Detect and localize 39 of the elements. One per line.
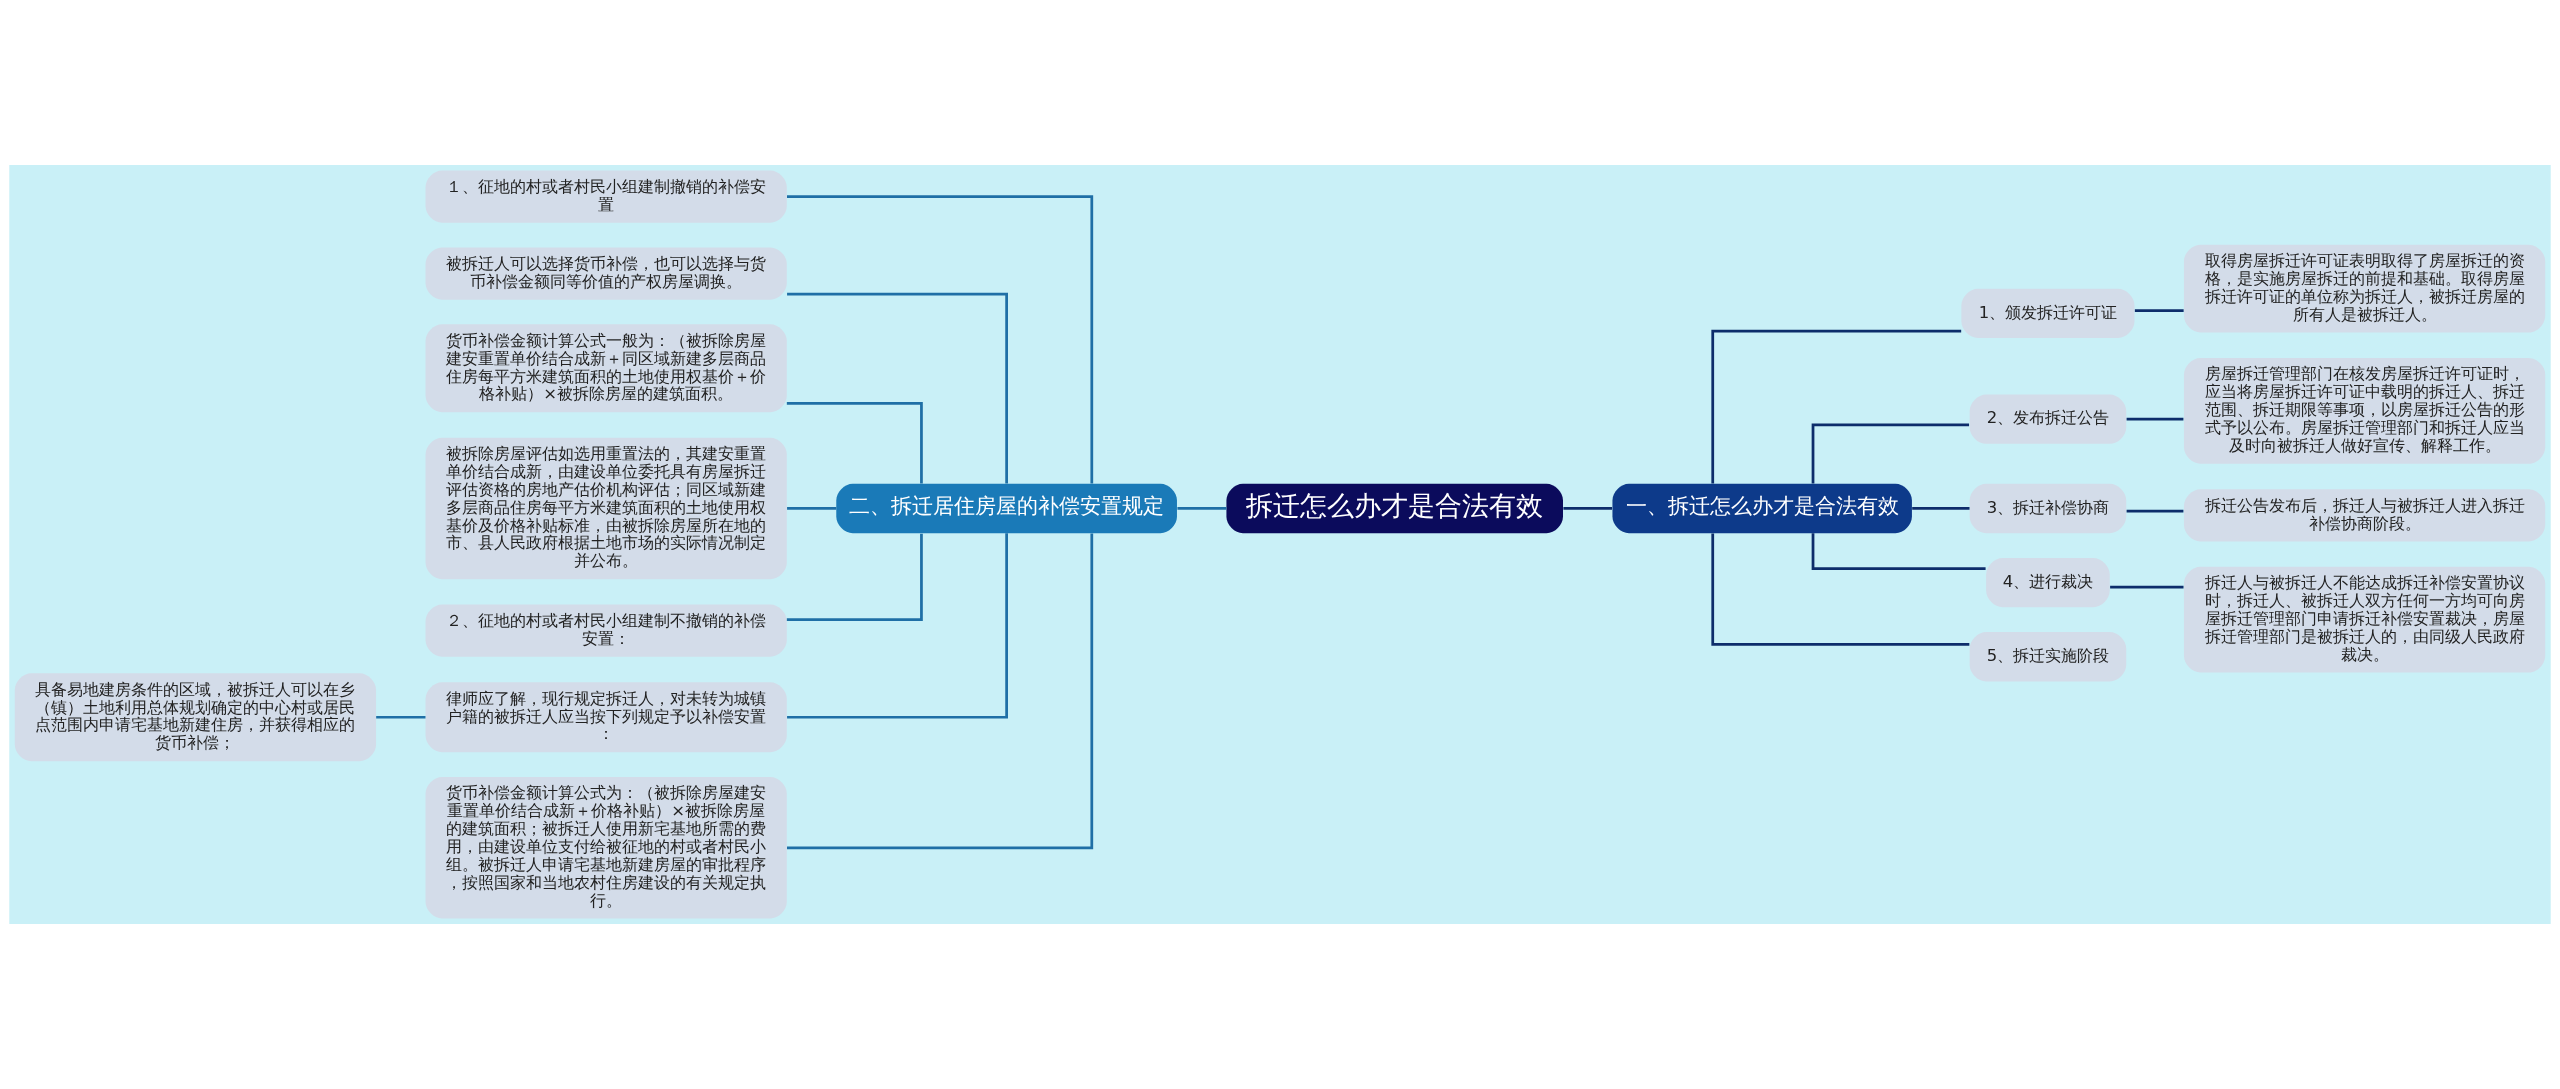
node-box: ２、征地的村或者村民小组建制不撤销的补偿安置： [425, 604, 787, 657]
connector [787, 533, 1094, 850]
node-box: 拆迁人与被拆迁人不能达成拆迁补偿安置协议时，拆迁人、被拆迁人双方任何一方均可向房屋拆迁管理部门申请拆迁补偿安置裁决，房屋拆迁管理部门是被拆迁人的，由同级人民政府裁决。 [2183, 566, 2546, 673]
connector [1811, 423, 1970, 484]
connector [1711, 533, 1970, 646]
node-box: 拆迁公告发布后，拆迁人与被拆迁人进入拆迁补偿协商阶段。 [2183, 489, 2546, 542]
node-box: １、征地的村或者村民小组建制撤销的补偿安置 [425, 170, 787, 223]
node-box: 房屋拆迁管理部门在核发房屋拆迁许可证时，应当将房屋拆迁许可证中载明的拆迁人、拆迁范围、拆迁期限等事项，以房屋拆迁公告的形式予以公布。房屋拆迁管理部门和拆迁人应当及时向被拆迁人做好宣传、解释工作。 [2183, 358, 2546, 464]
node-box: 取得房屋拆迁许可证表明取得了房屋拆迁的资格，是实施房屋拆迁的前提和基础。取得房屋拆迁许可证的单位称为拆迁人，被拆迁房屋的所有人是被拆迁人。 [2183, 244, 2546, 333]
node-box: 货币补偿金额计算公式为：（被拆除房屋建安重置单价结合成新＋价格补贴）×被拆除房屋的建筑面积；被拆迁人使用新宅基地所需的费用，由建设单位支付给被征地的村或者村民小组。被拆迁人申请宅基地新建房屋的审批程序，按照国家和当地农村住房建设的有关规定执行。 [425, 777, 787, 919]
connector [2126, 509, 2184, 513]
node-box: 3、拆迁补偿协商 [1969, 483, 2127, 534]
node-box: 4、进行裁决 [1986, 557, 2110, 608]
node-box: 一、拆迁怎么办才是合法有效 [1612, 483, 1912, 534]
node-box: 被拆除房屋评估如选用重置法的，其建安重置单价结合成新，由建设单位委托具有房屋拆迁评估资格的房地产估价机构评估；同区域新建多层商品住房每平方米建筑面积的土地使用权基价及价格补贴标准，由被拆除房屋所在地的市、县人民政府根据土地市场的实际情况制定并公布。 [425, 437, 787, 580]
connector [787, 507, 837, 510]
connector [2110, 585, 2184, 589]
node-box: 拆迁怎么办才是合法有效 [1226, 483, 1563, 534]
connector [786, 533, 923, 622]
node-box: 1、颁发拆迁许可证 [1961, 288, 2135, 339]
node-box: 具备易地建房条件的区域，被拆迁人可以在乡（镇）土地利用总体规划确定的中心村或居民点范围内申请宅基地新建住房，并获得相应的货币补偿； [14, 673, 377, 762]
connector [376, 715, 426, 719]
node-box: 律师应了解，现行规定拆迁人，对未转为城镇户籍的被拆迁人应当按下列规定予以补偿安置： [425, 682, 787, 753]
node-box: 被拆迁人可以选择货币补偿，也可以选择与货币补偿金额同等价值的产权房屋调换。 [425, 247, 787, 300]
connector [787, 533, 1008, 719]
node-box: 2、发布拆迁公告 [1969, 394, 2127, 444]
connector [1563, 507, 1613, 510]
connector [1177, 507, 1227, 510]
connector [787, 195, 1094, 484]
connector [1711, 329, 1962, 484]
node-box: 货币补偿金额计算公式一般为：（被拆除房屋建安重置单价结合成新＋同区域新建多层商品住房每平方米建筑面积的土地使用权基价＋价格补贴）×被拆除房屋的建筑面积。 [425, 324, 787, 413]
connector [786, 401, 923, 484]
connector [1811, 533, 1986, 570]
connector [1912, 507, 1970, 510]
connector [2126, 417, 2184, 421]
node-box: 二、拆迁居住房屋的补偿安置规定 [836, 483, 1177, 534]
connector [787, 292, 1008, 484]
node-box: 5、拆迁实施阶段 [1969, 632, 2127, 682]
connector [2134, 309, 2184, 312]
